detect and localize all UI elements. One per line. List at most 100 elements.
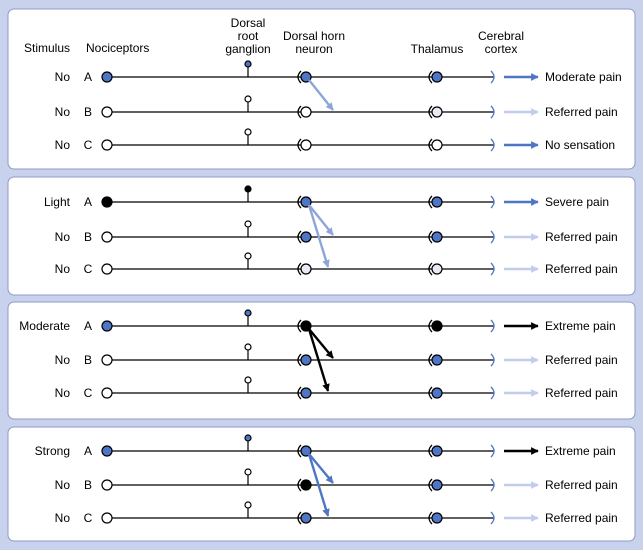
p2-row-c-stimulus: No	[55, 262, 71, 276]
p3-row-b-nociceptor-node	[101, 354, 113, 366]
p4-convergence-arrow-1	[308, 453, 334, 484]
p4-row-a-thalamus-synapse	[428, 444, 433, 458]
p2-row-b-thalamus-node	[431, 231, 443, 243]
p3-row-c-horn-synapse	[297, 386, 302, 400]
p4-row-a-result: Extreme pain	[545, 444, 616, 458]
p3-row-b-thalamus-synapse	[428, 353, 433, 367]
p4-row-c-horn-synapse	[297, 511, 302, 525]
p1-row-c-thalamus-synapse	[428, 138, 433, 152]
p2-row-b-drg-node	[244, 220, 252, 228]
p2-row-c-result: Referred pain	[545, 262, 618, 276]
p4-row-c-stimulus: No	[55, 511, 71, 525]
p3-row-c-result: Referred pain	[545, 386, 618, 400]
p1-row-b-result: Referred pain	[545, 105, 618, 119]
p1-row-a-stimulus: No	[55, 70, 71, 84]
p1-row-c-nociceptor-node	[101, 139, 113, 151]
p4-row-b-horn-node	[300, 479, 312, 491]
p3-row-c-cortex-synapse	[490, 386, 495, 400]
p1-row-c-stimulus: No	[55, 138, 71, 152]
p4-row-a-drg-node	[244, 434, 252, 442]
header-thalamus: Thalamus	[411, 42, 464, 56]
p3-row-b-stimulus: No	[55, 353, 71, 367]
p1-row-a-horn-node	[300, 71, 312, 83]
p2-convergence-arrow-2	[307, 204, 330, 268]
p2-row-a-horn-node	[300, 196, 312, 208]
p2-row-a-nociceptor-node	[101, 196, 113, 208]
p3-row-c-horn-node	[300, 387, 312, 399]
p2-row-b-thalamus-synapse	[428, 230, 433, 244]
p4-row-b-cortex-synapse	[490, 478, 495, 492]
p4-row-c-drg-node	[244, 501, 252, 509]
panel-1	[7, 8, 636, 170]
p3-row-a-result: Extreme pain	[545, 319, 616, 333]
p2-row-c-horn-synapse	[297, 262, 302, 276]
p4-row-c-horn-node	[300, 512, 312, 524]
p3-row-a-horn-node	[300, 320, 312, 332]
p1-row-c-label: C	[84, 138, 93, 152]
p1-row-c-thalamus-node	[431, 139, 443, 151]
p2-row-c-thalamus-synapse	[428, 262, 433, 276]
panel-4	[7, 426, 636, 542]
p2-row-c-drg-node	[244, 252, 252, 260]
p3-row-b-horn-synapse	[297, 353, 302, 367]
p1-row-b-horn-synapse	[297, 105, 302, 119]
header-cortex-line2: cortex	[485, 42, 518, 56]
header-stimulus: Stimulus	[24, 41, 70, 55]
p4-row-b-horn-synapse	[297, 478, 302, 492]
p1-row-a-drg-node	[244, 60, 252, 68]
p1-row-b-stimulus: No	[55, 105, 71, 119]
p1-row-b-nociceptor-node	[101, 106, 113, 118]
p3-row-b-drg-node	[244, 343, 252, 351]
p2-row-a-result: Severe pain	[545, 195, 609, 209]
p3-row-a-label: A	[84, 319, 92, 333]
header-drg-line1: Dorsal	[231, 16, 266, 30]
p3-row-c-nociceptor-node	[101, 387, 113, 399]
p1-row-b-horn-node	[300, 106, 312, 118]
p4-row-a-cortex-synapse	[490, 444, 495, 458]
p4-row-c-cortex-synapse	[490, 511, 495, 525]
p2-row-b-cortex-synapse	[490, 230, 495, 244]
p3-convergence-arrow-1	[308, 328, 334, 359]
p1-row-b-drg-node	[244, 95, 252, 103]
p4-row-c-thalamus-synapse	[428, 511, 433, 525]
p4-row-b-label: B	[84, 478, 92, 492]
header-nociceptors: Nociceptors	[86, 41, 149, 55]
header-horn-line1: Dorsal horn	[283, 29, 345, 43]
p1-row-c-horn-node	[300, 139, 312, 151]
p4-row-a-stimulus: Strong	[35, 444, 70, 458]
p1-row-b-thalamus-node	[431, 106, 443, 118]
p4-row-c-result: Referred pain	[545, 511, 618, 525]
p4-row-b-drg-node	[244, 468, 252, 476]
p2-convergence-arrow-1	[308, 204, 334, 236]
p1-row-b-cortex-synapse	[490, 105, 495, 119]
p2-row-a-thalamus-synapse	[428, 195, 433, 209]
p3-row-c-thalamus-node	[431, 387, 443, 399]
p4-row-a-label: A	[84, 444, 92, 458]
p3-row-c-label: C	[84, 386, 93, 400]
p4-row-c-label: C	[84, 511, 93, 525]
header-horn-line2: neuron	[295, 42, 332, 56]
header-cortex-line1: Cerebral	[478, 29, 524, 43]
p4-row-a-thalamus-node	[431, 445, 443, 457]
p3-row-b-result: Referred pain	[545, 353, 618, 367]
p2-row-c-thalamus-node	[431, 263, 443, 275]
p4-row-b-nociceptor-node	[101, 479, 113, 491]
p3-row-b-label: B	[84, 353, 92, 367]
p2-row-a-drg-node	[244, 185, 252, 193]
p2-row-c-label: C	[84, 262, 93, 276]
p2-row-b-label: B	[84, 230, 92, 244]
panel-2	[7, 176, 636, 296]
p1-row-b-thalamus-synapse	[428, 105, 433, 119]
p4-row-c-thalamus-node	[431, 512, 443, 524]
p4-row-b-thalamus-synapse	[428, 478, 433, 492]
p3-row-b-cortex-synapse	[490, 353, 495, 367]
p4-row-a-horn-node	[300, 445, 312, 457]
p1-row-c-drg-node	[244, 128, 252, 136]
p1-row-a-nociceptor-node	[101, 71, 113, 83]
p3-row-a-drg-node	[244, 309, 252, 317]
p1-row-c-horn-synapse	[297, 138, 302, 152]
p3-row-b-horn-node	[300, 354, 312, 366]
p3-row-b-thalamus-node	[431, 354, 443, 366]
p3-row-a-stimulus: Moderate	[19, 319, 70, 333]
